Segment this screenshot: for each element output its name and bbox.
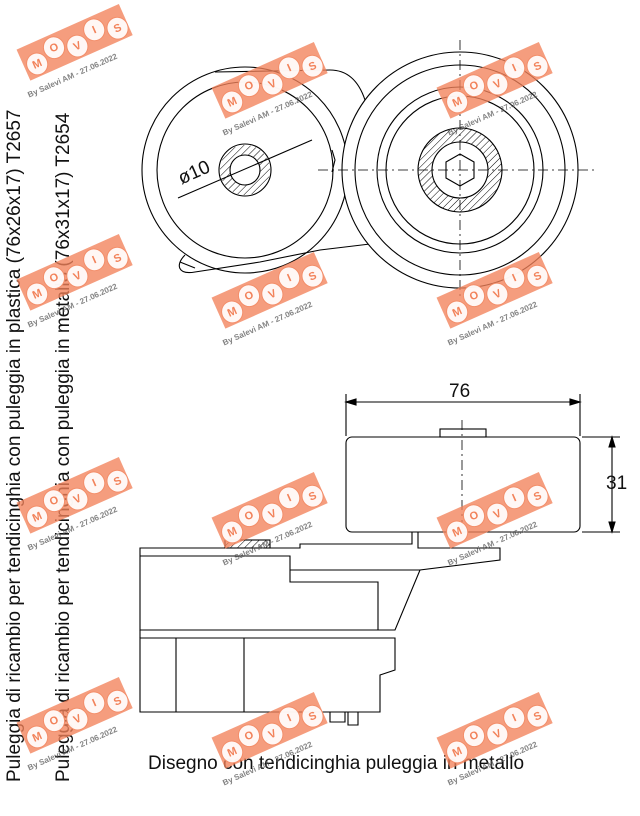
watermark-letter: S [297, 701, 328, 732]
watermark-letter: S [522, 261, 553, 292]
dimension-height: 31 [606, 473, 628, 494]
hole-inner [229, 154, 261, 186]
replacement-label-plastic: Puleggia di ricambio per tendicinghia co… [4, 109, 25, 782]
watermark-letter: S [102, 466, 133, 497]
watermark-letter: S [297, 51, 328, 82]
watermark-letter: S [297, 481, 328, 512]
hole-outer [218, 143, 272, 197]
watermark-letter: S [522, 701, 553, 732]
watermark-letter: S [522, 481, 553, 512]
base-block [139, 637, 396, 713]
watermark-letter: S [522, 51, 553, 82]
watermark-letter: S [297, 261, 328, 292]
arm-upper-outline [214, 69, 366, 101]
watermark-letter: S [102, 243, 133, 274]
dimension-width: 76 [449, 381, 471, 402]
watermark-letter: S [102, 13, 133, 44]
bracket-body [139, 531, 501, 631]
tensioner-arm-top [178, 243, 371, 274]
watermark-letter: S [102, 686, 133, 717]
